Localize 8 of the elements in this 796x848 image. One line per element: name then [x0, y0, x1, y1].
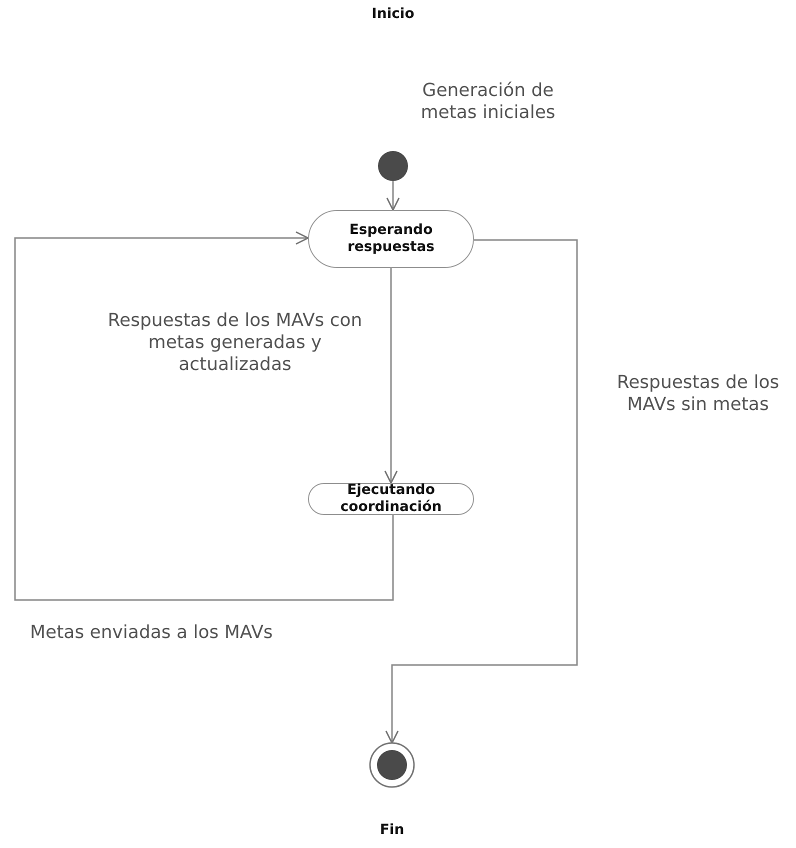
state-box: Esperando respuestas	[308, 210, 474, 268]
state-label: Inicio	[370, 6, 416, 23]
state-box: Ejecutando coordinación	[308, 483, 474, 515]
arrow	[385, 239, 578, 744]
state-label: Fin	[378, 822, 406, 839]
arrow	[14, 231, 394, 601]
arrow	[386, 181, 400, 211]
arrow	[384, 268, 398, 484]
